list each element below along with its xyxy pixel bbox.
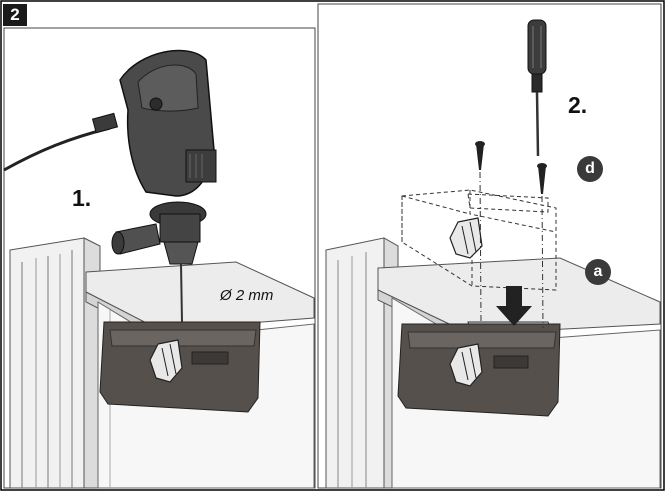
right-motor-unit — [397, 323, 561, 417]
power-drill-illustration — [3, 49, 217, 323]
callout-d-badge: d — [577, 156, 603, 182]
callout-a-badge: a — [585, 259, 611, 285]
ghost-motor-unit — [401, 189, 557, 291]
screw-left — [475, 141, 485, 170]
step-number-badge: 2 — [3, 4, 27, 26]
screwdriver-illustration — [527, 19, 547, 157]
insert-arrow — [496, 286, 532, 326]
alignment-lines — [479, 171, 544, 329]
ghost-knob — [449, 217, 483, 259]
left-motor-unit — [99, 321, 261, 413]
step-1-label: 1. — [72, 185, 92, 211]
screw-right — [537, 163, 547, 194]
drill-diameter-label: Ø 2 mm — [220, 287, 274, 304]
step-2-label: 2. — [568, 92, 588, 118]
